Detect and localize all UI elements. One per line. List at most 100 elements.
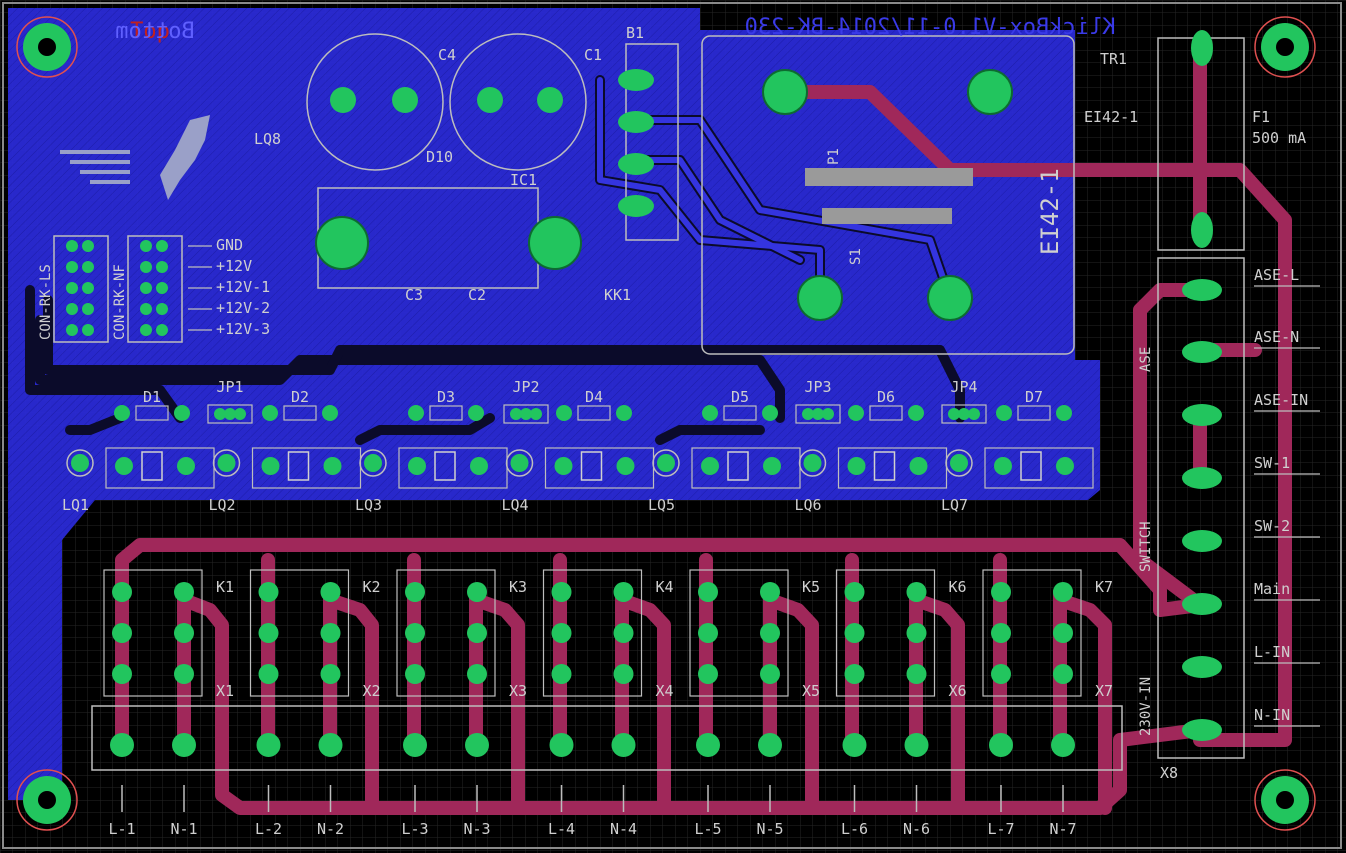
- coil-pad: [261, 457, 280, 475]
- header-pad: [66, 324, 78, 336]
- relay-pad: [174, 623, 194, 643]
- label-tr1: TR1: [1100, 50, 1127, 68]
- output-label: L-2: [255, 820, 282, 838]
- header-pad: [140, 261, 152, 273]
- coil-pad: [408, 457, 426, 475]
- relay-pad: [467, 664, 487, 684]
- terminal-pad: [318, 733, 343, 757]
- relay-pad: [844, 582, 865, 602]
- led-outline: [652, 449, 680, 477]
- diode-pad: [848, 405, 864, 421]
- relay-pad: [405, 623, 425, 643]
- jumper-outline: [207, 404, 253, 424]
- terminal-label: X3: [509, 682, 527, 700]
- diode-pad: [174, 405, 190, 421]
- c1-pad-minus: [477, 87, 503, 113]
- led-label: LQ6: [795, 496, 822, 514]
- relay-pad: [906, 664, 927, 684]
- capacitor-c4-outline: [306, 33, 444, 171]
- jumper-outline: [941, 404, 987, 424]
- coil-pad: [177, 457, 195, 475]
- diode-label: D6: [877, 388, 895, 406]
- c4-pad-plus: [330, 87, 356, 113]
- coil-symbol: [287, 451, 310, 481]
- label-ase: ASE: [1138, 347, 1154, 372]
- label-c1: C1: [584, 46, 602, 64]
- relay-pad: [174, 664, 194, 684]
- relay-pad: [320, 664, 341, 684]
- relay-pad: [405, 664, 425, 684]
- relay-pad: [258, 623, 279, 643]
- diode-body: [723, 405, 757, 421]
- transformer-core: [805, 168, 973, 186]
- header-pad: [140, 303, 152, 315]
- coil-symbol: [727, 451, 749, 481]
- diode-body: [429, 405, 463, 421]
- x8-pad: [1182, 341, 1222, 363]
- relay-pad: [991, 582, 1011, 602]
- diode-pad: [908, 405, 924, 421]
- mount-hole-tl: [16, 16, 78, 78]
- jumper-pad: [214, 408, 226, 420]
- coil-pad: [994, 457, 1012, 475]
- output-label: N-2: [317, 820, 344, 838]
- x8-outline: [1157, 257, 1245, 759]
- terminal-label: X2: [363, 682, 381, 700]
- relay-label: K2: [363, 578, 381, 596]
- jumper-pad: [530, 408, 542, 420]
- header-pad: [140, 240, 152, 252]
- relay-pad: [613, 582, 634, 602]
- terminal-pad: [611, 733, 636, 757]
- led-label: LQ3: [355, 496, 382, 514]
- led-label: LQ7: [941, 496, 968, 514]
- relay-pad: [613, 664, 634, 684]
- jumper-pad: [224, 408, 236, 420]
- x8-terminal-label: SW-1: [1254, 454, 1290, 472]
- jumper-pad: [958, 408, 970, 420]
- relay-pad: [320, 582, 341, 602]
- label-ic1: IC1: [510, 171, 537, 189]
- transformer-pad-4: [927, 275, 973, 321]
- header-pad: [156, 240, 168, 252]
- x8-pad: [1182, 719, 1222, 741]
- relay-outline: [835, 569, 936, 697]
- label-f1: F1: [1252, 108, 1270, 126]
- coil-symbol: [580, 451, 603, 481]
- relay-outline: [689, 569, 789, 697]
- bottom-copper-pour: [8, 8, 1100, 800]
- relay-pad: [405, 582, 425, 602]
- diode-pad: [996, 405, 1012, 421]
- fuse-pad-bottom: [1191, 212, 1213, 248]
- capacitor-c1-outline: [449, 33, 587, 171]
- label-switch: SWITCH: [1138, 521, 1154, 572]
- coil-symbol: [1020, 451, 1042, 481]
- header-pad: [140, 324, 152, 336]
- terminal-pad: [696, 733, 720, 757]
- label-c3: C3: [405, 286, 423, 304]
- mounting-holes: [16, 16, 1316, 831]
- label-kk1: KK1: [604, 286, 631, 304]
- jumper-pad: [812, 408, 824, 420]
- relay-pad: [1053, 664, 1073, 684]
- diode-pad: [408, 405, 424, 421]
- relay-label: K5: [802, 578, 820, 596]
- mount-hole-tr: [1254, 16, 1316, 78]
- relay-pad: [551, 623, 572, 643]
- header-pad: [66, 282, 78, 294]
- relay-label: K7: [1095, 578, 1113, 596]
- diode-label: D2: [291, 388, 309, 406]
- fuse-pad-top: [1191, 30, 1213, 66]
- relay-pad: [551, 664, 572, 684]
- relay-pad: [760, 623, 780, 643]
- relay-outlines: [103, 245, 1320, 812]
- heatsink-pad-left: [315, 216, 369, 270]
- relay-label: K4: [656, 578, 674, 596]
- relay-pad: [844, 623, 865, 643]
- output-label: L-5: [694, 820, 721, 838]
- layer-tag-top: Top: [130, 19, 170, 44]
- pads: [66, 240, 1222, 757]
- label-s1: S1: [848, 248, 864, 265]
- mount-hole-bl: [16, 769, 78, 831]
- jumper-label: JP1: [216, 378, 243, 396]
